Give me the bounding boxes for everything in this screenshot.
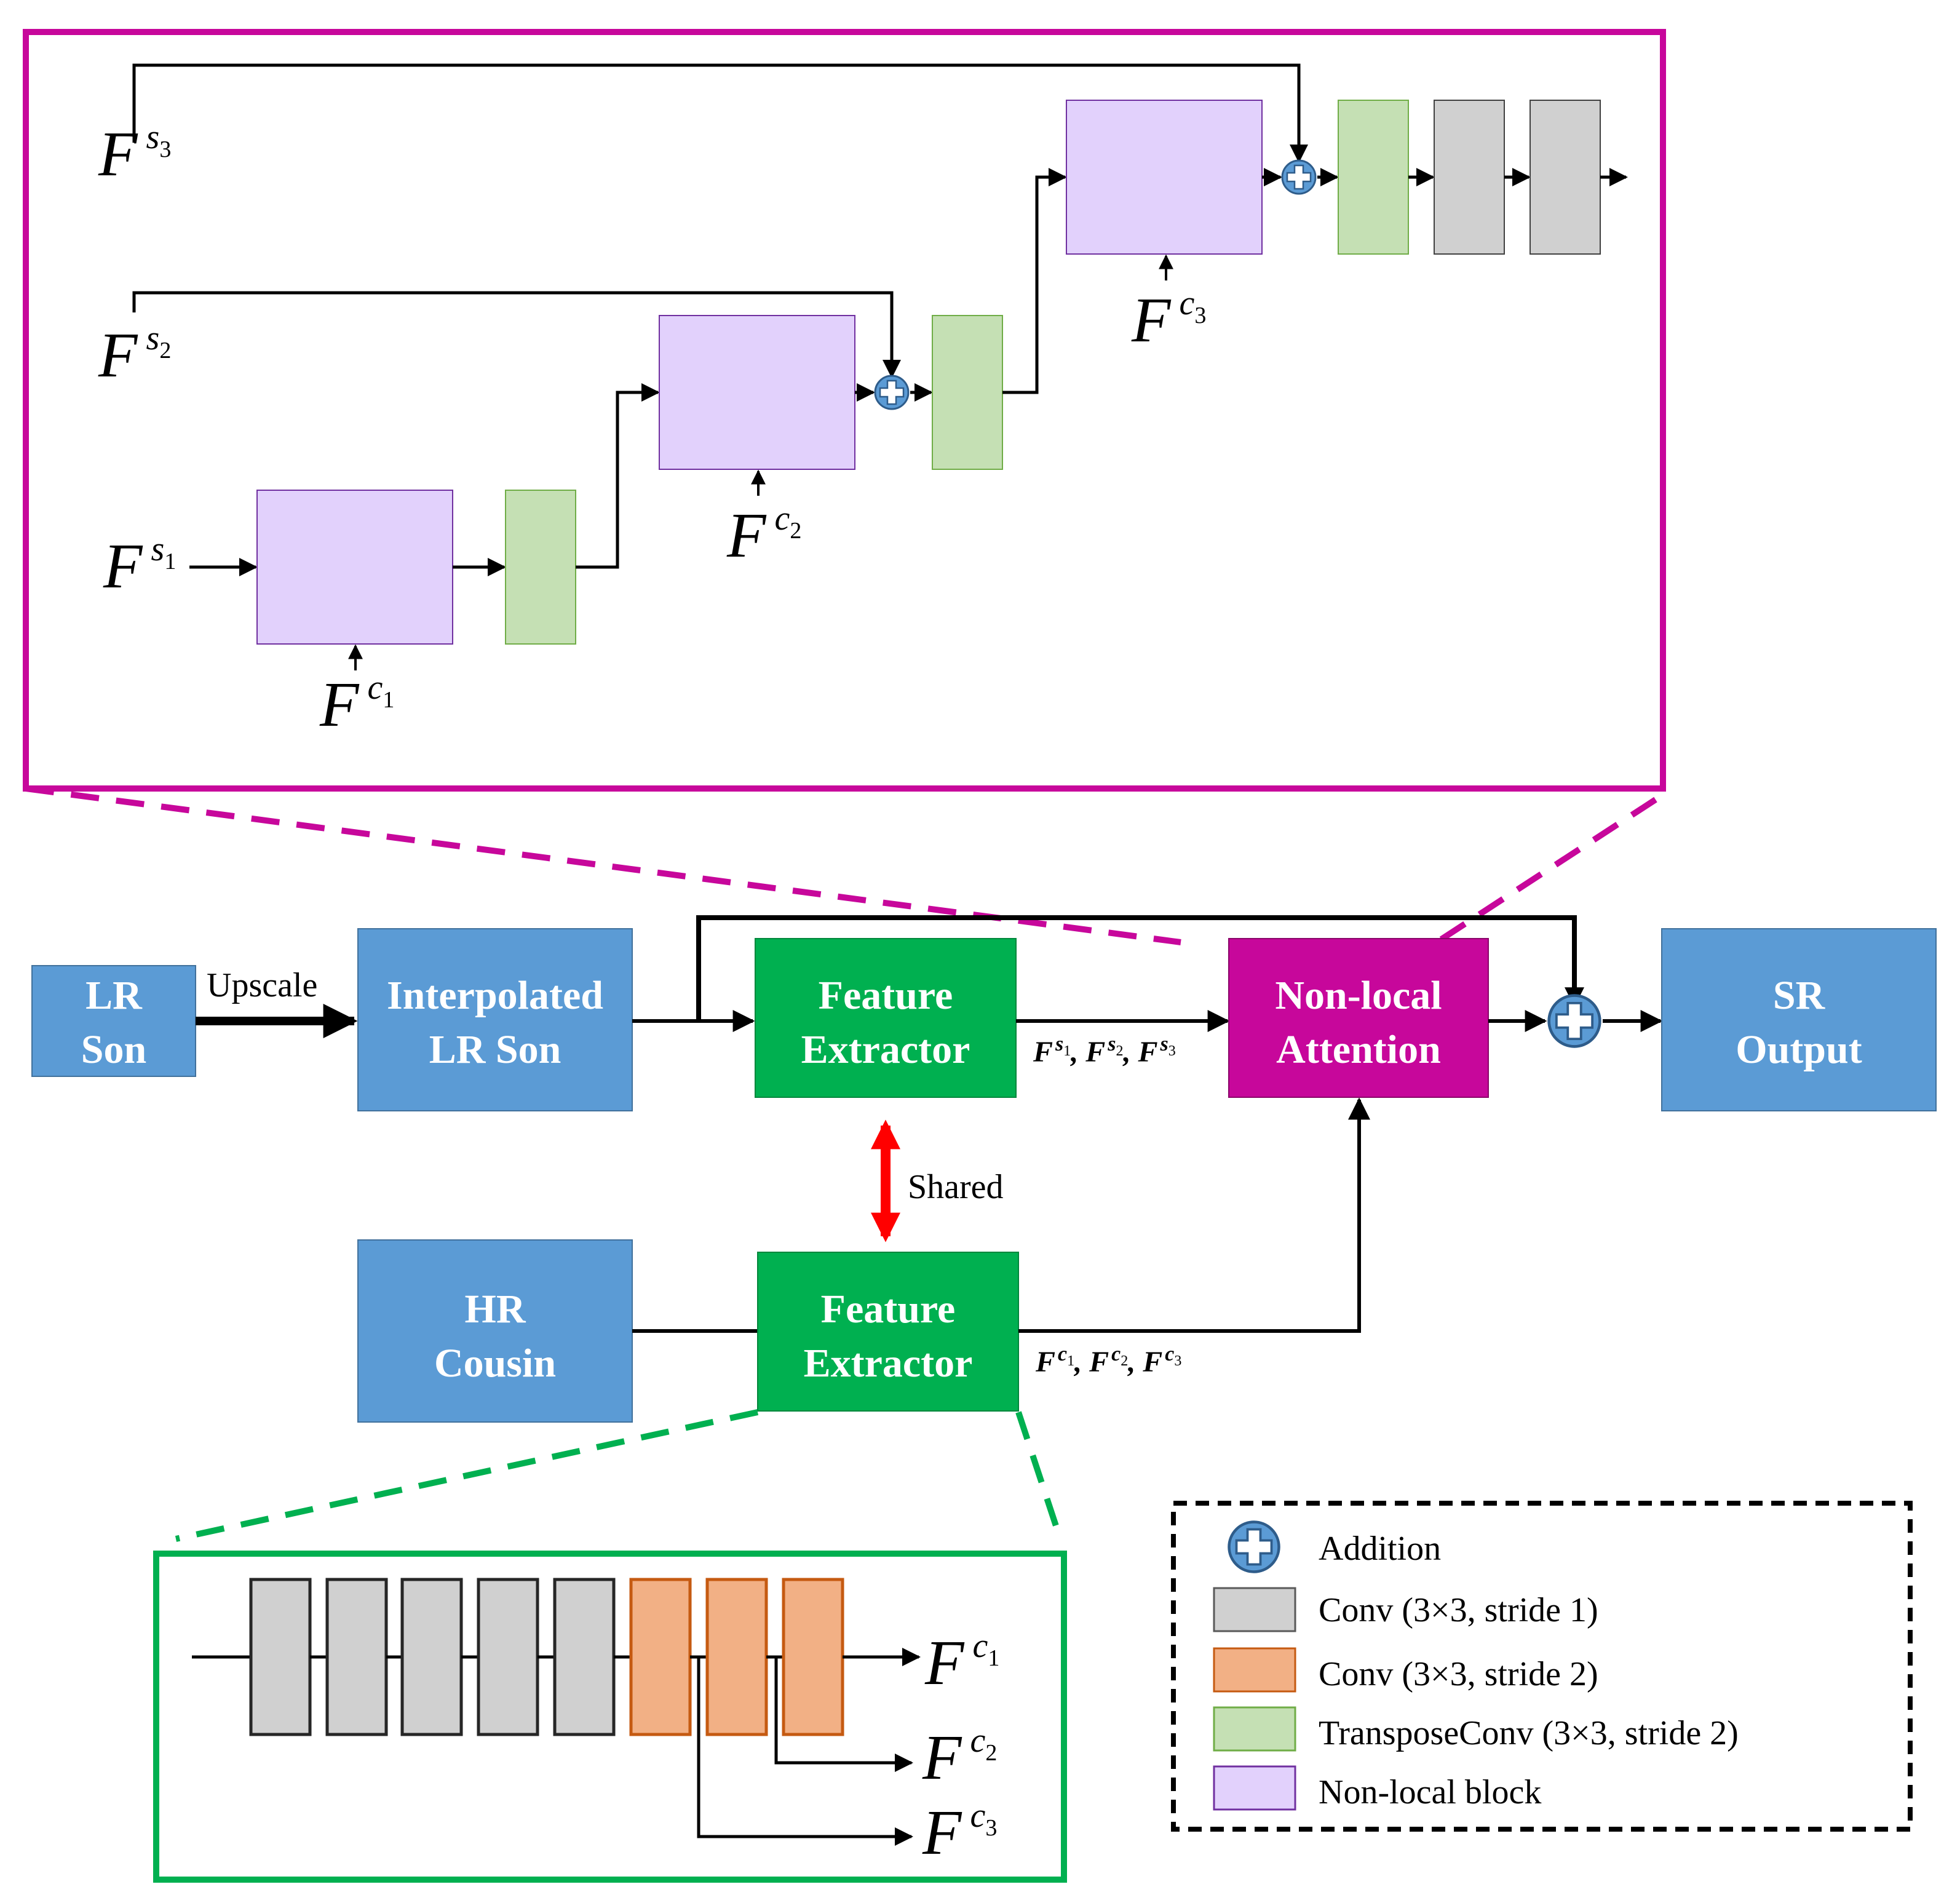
legend-label-conv-stride1: Conv (3×3, stride 1) — [1319, 1591, 1598, 1629]
nonlocal-block-3 — [1066, 100, 1263, 255]
conv-stride2-swatch — [1213, 1647, 1296, 1693]
skip-line-s2 — [132, 291, 901, 378]
transpose-conv-3 — [1338, 100, 1409, 255]
hr-cousin-block — [357, 1239, 633, 1423]
legend-label-transpose-conv: TransposeConv (3×3, stride 2) — [1319, 1714, 1739, 1752]
addition-icon — [1281, 159, 1317, 195]
conv-stride1-block — [477, 1578, 539, 1736]
legend: Addition Conv (3×3, stride 1) Conv (3×3,… — [1171, 1501, 1913, 1832]
nonlocal-block-2 — [659, 315, 855, 470]
sr-output-block — [1661, 928, 1937, 1111]
conv-stride1-swatch — [1213, 1587, 1296, 1632]
output-arrow-c3 — [697, 1657, 913, 1846]
feature-extractor-bottom — [757, 1252, 1019, 1412]
upscale-label: Upscale — [207, 966, 317, 1004]
skip-line-s3 — [132, 63, 1308, 163]
nonlocal-swatch — [1213, 1765, 1296, 1811]
extractor-zoom-border — [153, 1551, 1067, 1883]
conv-stride2-block — [629, 1578, 692, 1736]
output-arrow-c2 — [774, 1657, 913, 1772]
lr-son-block — [31, 965, 196, 1077]
conv-stride2-block — [705, 1578, 768, 1736]
conv-stride1-block — [249, 1578, 312, 1736]
addition-icon — [1229, 1522, 1279, 1572]
arrow-cousin-features-to-nonlocal — [1018, 1097, 1370, 1333]
addition-icon — [874, 375, 910, 410]
conv-stride1-block — [1530, 100, 1601, 255]
transpose-conv-swatch — [1213, 1706, 1296, 1752]
interpolated-lr-son-block — [357, 928, 633, 1111]
legend-label-addition: Addition — [1319, 1530, 1441, 1568]
arrow-tc1-to-nl2 — [576, 383, 660, 569]
shared-label: Shared — [908, 1168, 1004, 1206]
transpose-conv-1 — [505, 490, 576, 645]
legend-label-nonlocal: Non-local block — [1319, 1773, 1541, 1811]
zoom-line-green-left — [175, 1409, 759, 1542]
addition-icon — [1549, 996, 1600, 1047]
conv-stride2-block — [782, 1578, 844, 1736]
arrow-tc2-to-nl3 — [1002, 168, 1067, 394]
transpose-conv-2 — [932, 315, 1003, 470]
zoom-line-green-right — [1015, 1411, 1063, 1540]
conv-stride1-block — [553, 1578, 616, 1736]
zoom-line-magenta-right — [1435, 797, 1657, 945]
legend-label-conv-stride2: Conv (3×3, stride 2) — [1319, 1655, 1598, 1693]
skip-connection-line — [696, 915, 1584, 1021]
conv-stride1-block — [1434, 100, 1505, 255]
conv-stride1-block — [400, 1578, 463, 1736]
nonlocal-attention-block — [1228, 938, 1489, 1098]
feature-extractor-top — [755, 938, 1017, 1098]
conv-stride1-block — [325, 1578, 388, 1736]
nonlocal-zoom-border — [23, 29, 1666, 792]
nonlocal-block-1 — [256, 490, 453, 645]
